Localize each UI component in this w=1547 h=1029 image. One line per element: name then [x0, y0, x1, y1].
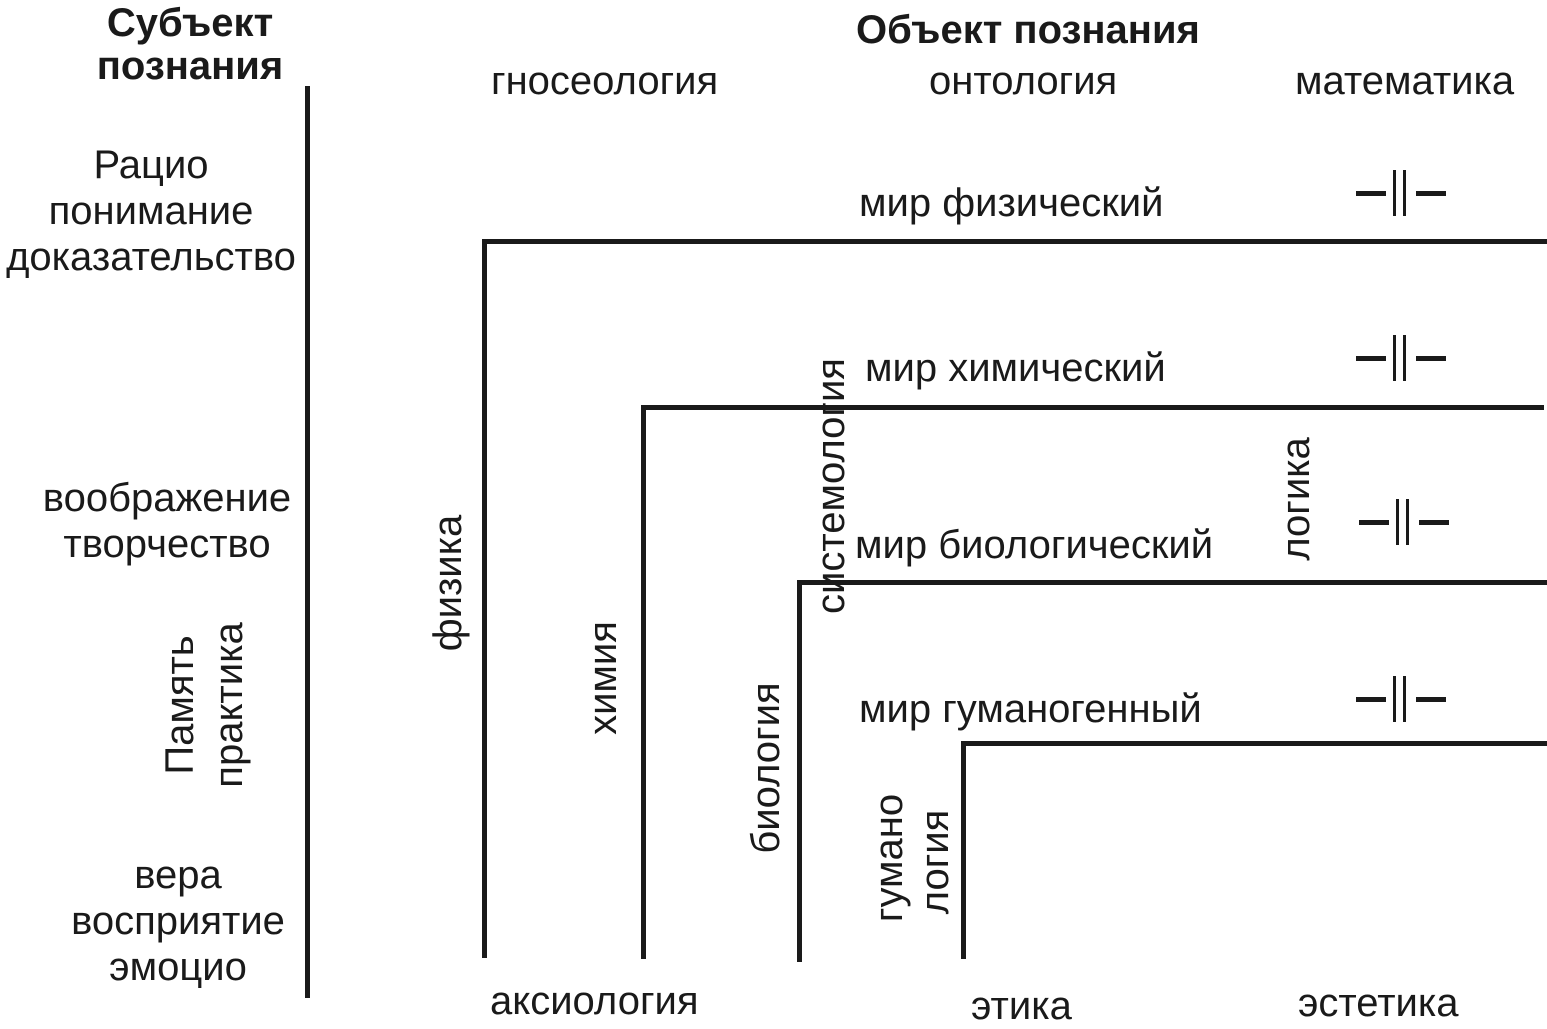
subject-faith-line3: эмоцио — [109, 945, 247, 989]
physics-boundary-left — [482, 239, 487, 958]
subject-faith-line2: восприятие — [71, 899, 285, 943]
humanology-boundary-left — [961, 741, 966, 959]
label-logic: логика — [1274, 437, 1318, 561]
label-systemology: системология — [809, 358, 853, 614]
physics-boundary-top — [482, 239, 1547, 244]
label-humanology-line2: логия — [913, 809, 957, 915]
label-ethics: этика — [971, 984, 1072, 1028]
subject-ratio-line3: доказательство — [6, 235, 296, 279]
ditto-mark-icon — [1356, 676, 1448, 722]
subject-axis-line — [305, 86, 310, 998]
biology-boundary-top — [797, 580, 1547, 585]
subject-memory: Память — [158, 635, 202, 775]
label-world-chemical: мир химический — [865, 346, 1166, 390]
label-mathematics: математика — [1295, 59, 1515, 103]
label-axiology: аксиология — [490, 979, 699, 1023]
subject-ratio-line1: Рацио — [93, 143, 209, 187]
label-humanology-line1: гумано — [867, 793, 911, 923]
humanology-boundary-top — [961, 741, 1547, 746]
ditto-mark-icon — [1356, 335, 1448, 381]
label-gnoseology: гносеология — [491, 59, 719, 103]
biology-boundary-left — [797, 580, 802, 962]
subject-imagination-line2: творчество — [63, 522, 271, 566]
chemistry-boundary-left — [641, 405, 646, 959]
label-chemistry: химия — [581, 621, 625, 735]
label-ontology: онтология — [929, 59, 1118, 103]
chemistry-boundary-top — [641, 405, 1544, 410]
label-world-humanogenic: мир гуманогенный — [859, 687, 1202, 731]
subject-title-line1: Субъект — [106, 1, 274, 45]
subject-ratio-line2: понимание — [48, 189, 254, 233]
object-title: Объект познания — [856, 8, 1200, 52]
label-world-physical: мир физический — [859, 181, 1164, 225]
label-world-biological: мир биологический — [855, 523, 1214, 567]
subject-practice: практика — [207, 622, 251, 788]
label-physics: физика — [426, 514, 470, 652]
ditto-mark-icon — [1356, 170, 1448, 216]
label-biology: биология — [744, 682, 788, 854]
ditto-mark-icon — [1359, 499, 1451, 545]
label-aesthetics: эстетика — [1298, 981, 1459, 1025]
subject-imagination-line1: воображение — [42, 476, 292, 520]
subject-faith-line1: вера — [134, 853, 222, 897]
subject-title-line2: познания — [96, 44, 284, 88]
